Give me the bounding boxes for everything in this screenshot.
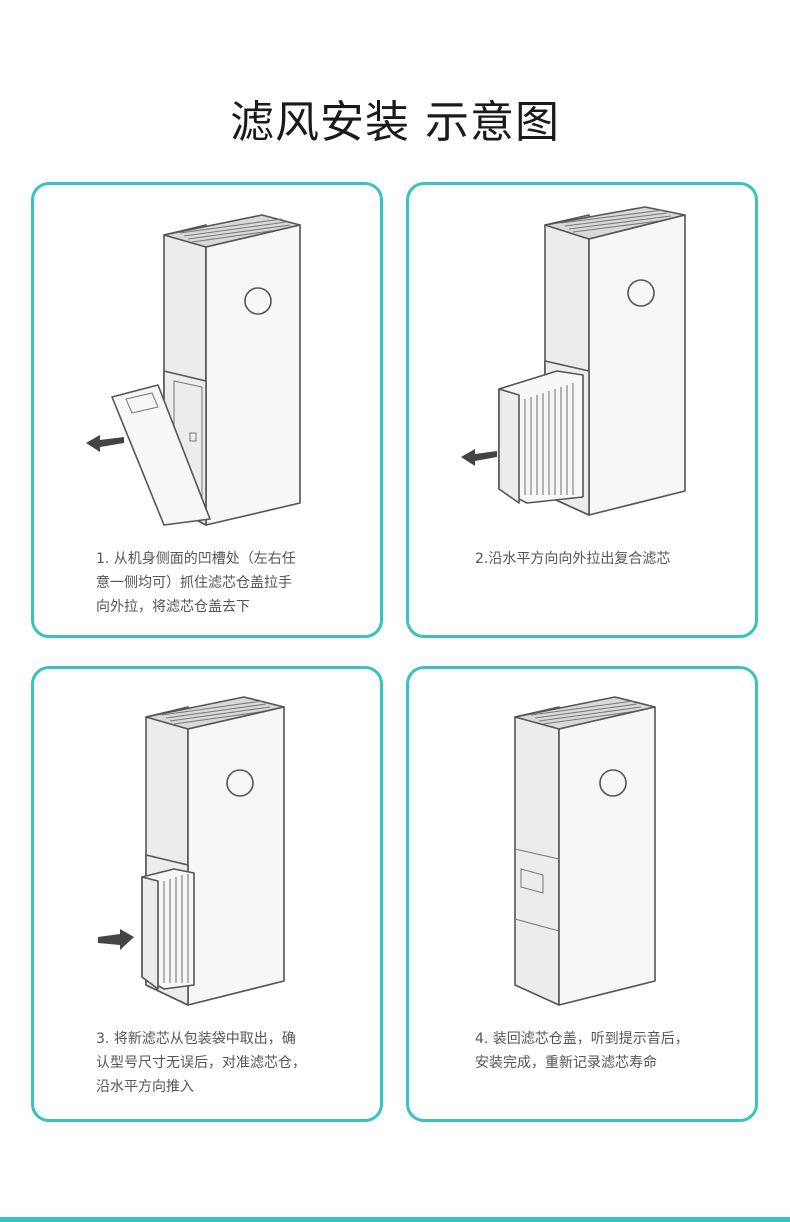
arrow-left-icon <box>86 435 124 452</box>
step-caption: 2.沿水平方向向外拉出复合滤芯 <box>475 551 671 567</box>
purifier-filter-insert-illustration <box>98 696 285 1006</box>
step-card-3: 3. 将新滤芯从包装袋中取出，确 认型号尺寸无误后，对准滤芯仓， 沿水平方向推入 <box>31 666 383 1122</box>
arrow-right-icon <box>98 929 134 950</box>
step-caption: 3. 将新滤芯从包装袋中取出，确 认型号尺寸无误后，对准滤芯仓， 沿水平方向推入 <box>96 1031 306 1095</box>
step-card-4: 4. 装回滤芯仓盖，听到提示音后， 安装完成，重新记录滤芯寿命 <box>406 666 758 1122</box>
step-caption: 1. 从机身侧面的凹槽处（左右任 意一侧均可）抓住滤芯仓盖拉手 向外拉，将滤芯仓… <box>96 551 296 615</box>
step-card-2: 2.沿水平方向向外拉出复合滤芯 <box>406 182 758 638</box>
purifier-cover-removal-illustration <box>86 214 301 526</box>
step-card-1: 1. 从机身侧面的凹槽处（左右任 意一侧均可）抓住滤芯仓盖拉手 向外拉，将滤芯仓… <box>31 182 383 638</box>
page-title: 滤风安装 示意图 <box>230 97 560 148</box>
step-caption: 4. 装回滤芯仓盖，听到提示音后， 安装完成，重新记录滤芯寿命 <box>475 1031 689 1071</box>
bottom-accent-bar <box>0 1217 790 1222</box>
purifier-filter-pullout-illustration <box>461 206 686 516</box>
purifier-assembled-illustration <box>514 696 656 1006</box>
arrow-left-icon <box>461 449 497 466</box>
